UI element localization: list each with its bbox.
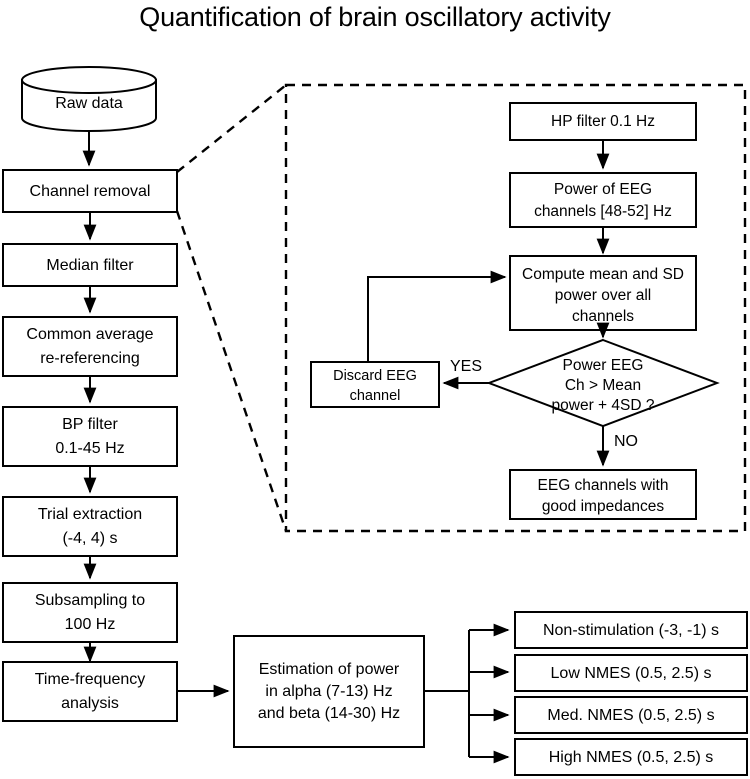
node-power-of-eeg-line1: Power of EEG <box>554 181 652 198</box>
node-common-average-line2: re-referencing <box>40 350 140 367</box>
node-raw-data-label: Raw data <box>55 95 123 112</box>
node-common-average-rereferencing[interactable]: Common average re-referencing <box>2 316 178 377</box>
node-bp-filter-line1: BP filter <box>62 416 118 433</box>
node-hp-filter-label: HP filter 0.1 Hz <box>551 113 655 130</box>
node-output-high-nmes-label: High NMES (0.5, 2.5) s <box>549 749 714 766</box>
node-raw-data[interactable]: Raw data <box>21 66 157 132</box>
node-decision-line1: Power EEG <box>563 357 644 374</box>
node-time-frequency-line1: Time-frequency <box>35 671 146 688</box>
node-discard-eeg-line2: channel <box>350 388 401 404</box>
node-output-med-nmes-label: Med. NMES (0.5, 2.5) s <box>547 707 714 724</box>
node-power-of-eeg-line2: channels [48-52] Hz <box>534 203 672 220</box>
node-output-high-nmes[interactable]: High NMES (0.5, 2.5) s <box>514 738 748 776</box>
node-output-low-nmes-label: Low NMES (0.5, 2.5) s <box>551 665 712 682</box>
node-time-frequency-line2: analysis <box>61 695 119 712</box>
node-compute-mean-line3: channels <box>572 308 634 325</box>
inset-callout-line-top <box>176 84 287 173</box>
node-median-filter[interactable]: Median filter <box>2 243 178 287</box>
node-discard-eeg-line1: Discard EEG <box>333 368 417 384</box>
node-power-of-eeg-channels[interactable]: Power of EEG channels [48-52] Hz <box>509 172 697 228</box>
node-decision-power-threshold[interactable]: Power EEG Ch > Mean power + 4SD ? <box>486 338 720 428</box>
node-subsampling-line2: 100 Hz <box>65 616 116 633</box>
node-bp-filter[interactable]: BP filter 0.1-45 Hz <box>2 406 178 467</box>
node-output-non-stimulation-label: Non-stimulation (-3, -1) s <box>543 622 719 639</box>
node-trial-extraction-line2: (-4, 4) s <box>62 530 117 547</box>
node-eeg-good-impedances-line1: EEG channels with <box>538 477 669 494</box>
node-compute-mean-line1: Compute mean and SD <box>522 266 684 283</box>
node-output-non-stimulation[interactable]: Non-stimulation (-3, -1) s <box>514 611 748 649</box>
node-eeg-good-impedances[interactable]: EEG channels with good impedances <box>509 469 697 520</box>
node-bp-filter-line2: 0.1-45 Hz <box>55 440 124 457</box>
node-channel-removal-label: Channel removal <box>30 183 151 200</box>
node-discard-eeg-channel[interactable]: Discard EEG channel <box>310 361 440 408</box>
node-decision-line2: Ch > Mean <box>565 377 641 394</box>
inset-callout-line-bottom <box>175 210 288 532</box>
node-common-average-line1: Common average <box>26 326 153 343</box>
node-time-frequency-analysis[interactable]: Time-frequency analysis <box>2 661 178 722</box>
node-estimation-line2: in alpha (7-13) Hz <box>265 683 392 700</box>
page-title: Quantification of brain oscillatory acti… <box>139 2 611 32</box>
branch-label-no: NO <box>614 433 638 450</box>
node-subsampling-line1: Subsampling to <box>35 592 145 609</box>
node-eeg-good-impedances-line2: good impedances <box>542 498 665 515</box>
inset-panel-border <box>284 83 747 533</box>
node-estimation-line1: Estimation of power <box>259 661 400 678</box>
node-decision-line3: power + 4SD ? <box>552 397 655 414</box>
node-compute-mean-line2: power over all <box>555 287 652 304</box>
node-compute-mean-sd[interactable]: Compute mean and SD power over all chann… <box>509 255 697 331</box>
branch-label-yes: YES <box>450 358 482 375</box>
node-output-low-nmes[interactable]: Low NMES (0.5, 2.5) s <box>514 654 748 692</box>
node-trial-extraction-line1: Trial extraction <box>38 506 142 523</box>
node-estimation-line3: and beta (14-30) Hz <box>258 705 400 722</box>
connector-discard-feedback-to-computemean <box>367 270 507 362</box>
node-channel-removal[interactable]: Channel removal <box>2 169 178 213</box>
node-output-med-nmes[interactable]: Med. NMES (0.5, 2.5) s <box>514 696 748 734</box>
node-trial-extraction[interactable]: Trial extraction (-4, 4) s <box>2 496 178 557</box>
node-estimation-of-power[interactable]: Estimation of power in alpha (7-13) Hz a… <box>233 635 425 748</box>
node-subsampling[interactable]: Subsampling to 100 Hz <box>2 582 178 643</box>
node-hp-filter[interactable]: HP filter 0.1 Hz <box>509 102 697 141</box>
node-median-filter-label: Median filter <box>46 257 134 274</box>
